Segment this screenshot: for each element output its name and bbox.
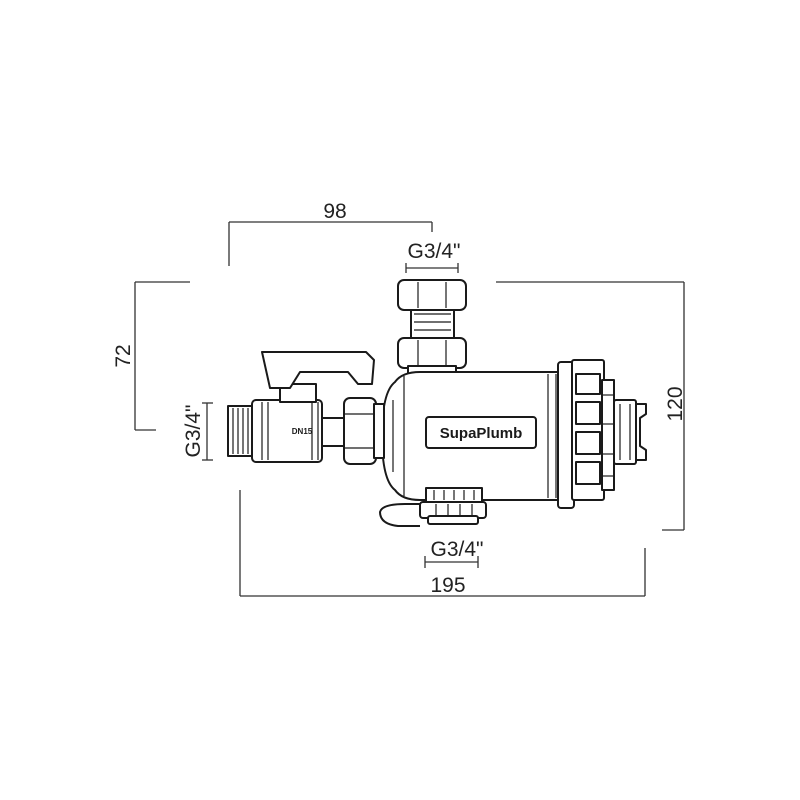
brand-plate	[425, 416, 537, 449]
bottom-drain	[379, 487, 487, 527]
dimension-120: 120	[496, 281, 687, 531]
valve-marking: DN15	[292, 427, 313, 436]
dimension-left-thread: G3/4"	[182, 402, 213, 461]
dimension-98: 98	[228, 200, 433, 266]
union-nut	[321, 397, 385, 465]
dimension-195-label: 195	[430, 574, 465, 597]
top-connector	[397, 279, 467, 377]
dimension-72-label: 72	[112, 344, 135, 367]
filter-body: SupaPlumb	[381, 371, 561, 501]
dimension-bottom-thread: G3/4"	[424, 538, 484, 568]
dimension-195: 195	[239, 490, 646, 597]
dimension-left-thread-label: G3/4"	[182, 405, 205, 458]
dimension-top-thread-label: G3/4"	[408, 240, 461, 263]
ball-valve: DN15	[227, 351, 375, 463]
brand-label: SupaPlumb	[440, 425, 523, 442]
dimension-bottom-thread-label: G3/4"	[431, 538, 484, 561]
dimension-120-label: 120	[664, 386, 687, 421]
dimension-top-thread: G3/4"	[405, 240, 461, 273]
dimension-98-label: 98	[323, 200, 346, 223]
valve-handle[interactable]	[261, 351, 375, 389]
dimension-72: 72	[112, 281, 190, 431]
filter-cap	[557, 359, 647, 509]
